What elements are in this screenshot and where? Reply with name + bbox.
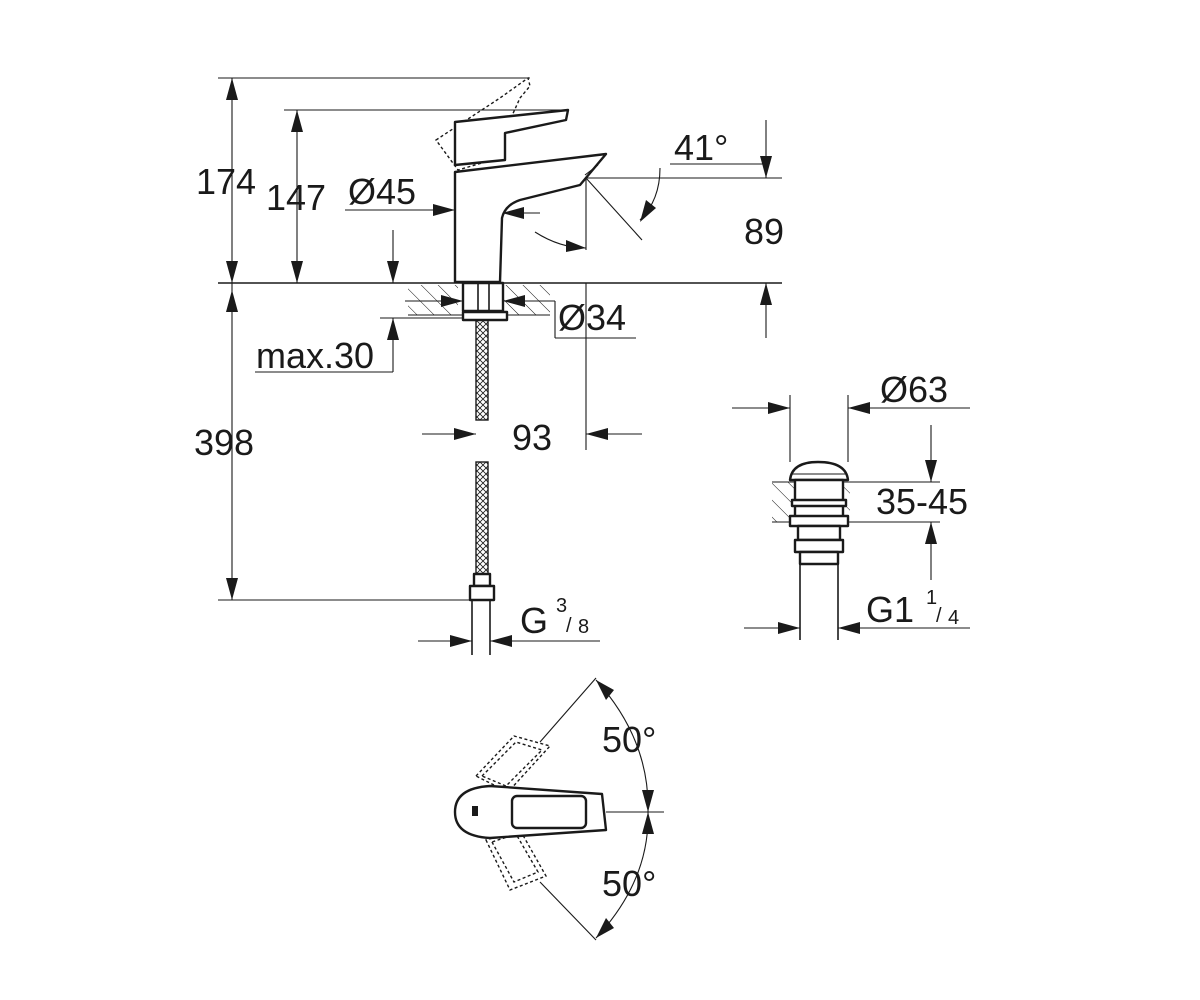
faucet-side-view: 174 147 Ø45 41° 89 Ø: [194, 76, 784, 655]
svg-text:/: /: [566, 615, 572, 637]
lever-alternate-outline: [434, 76, 531, 171]
faucet-body: [453, 152, 608, 284]
lever-handle: [453, 108, 570, 167]
dim-spout-height: 147: [266, 177, 326, 218]
dim-waste-diameter: Ø63: [880, 369, 948, 410]
lever-rotated-lower: [485, 829, 548, 891]
svg-text:3: 3: [556, 595, 567, 617]
hose-lower: [475, 461, 489, 575]
mounting-shank: [461, 281, 505, 313]
waste-valve-view: Ø63 35-45 G1 1 / 4: [732, 369, 970, 640]
spout-aerator: [472, 806, 478, 816]
dim-max-deck: max.30: [256, 335, 374, 376]
top-view-lever-rotation: 50° 50°: [453, 677, 664, 941]
lever-top: [510, 794, 588, 830]
dim-lever-angle-bottom: 50°: [602, 863, 656, 904]
svg-text:8: 8: [578, 616, 589, 638]
dim-hose-length: 398: [194, 422, 254, 463]
hose-fitting: [468, 584, 496, 602]
dim-spout-clearance: 89: [744, 211, 784, 252]
svg-text:4: 4: [948, 607, 959, 629]
hose-upper: [475, 319, 489, 421]
dim-hose-thread: G 3 / 8: [520, 595, 589, 641]
dim-waste-thread: G1 1 / 4: [866, 587, 959, 630]
dim-waste-thickness: 35-45: [876, 481, 968, 522]
dim-projection: 93: [512, 417, 552, 458]
svg-text:G1: G1: [866, 589, 914, 630]
dim-total-height: 174: [196, 161, 256, 202]
dim-spout-angle: 41°: [674, 127, 728, 168]
svg-text:/: /: [936, 605, 942, 627]
dim-lever-angle-top: 50°: [602, 719, 656, 760]
dim-shank-diameter: Ø34: [558, 297, 626, 338]
pop-up-plug: [788, 460, 850, 482]
svg-text:1: 1: [926, 587, 937, 609]
dim-body-diameter: Ø45: [348, 171, 416, 212]
svg-text:G: G: [520, 600, 548, 641]
